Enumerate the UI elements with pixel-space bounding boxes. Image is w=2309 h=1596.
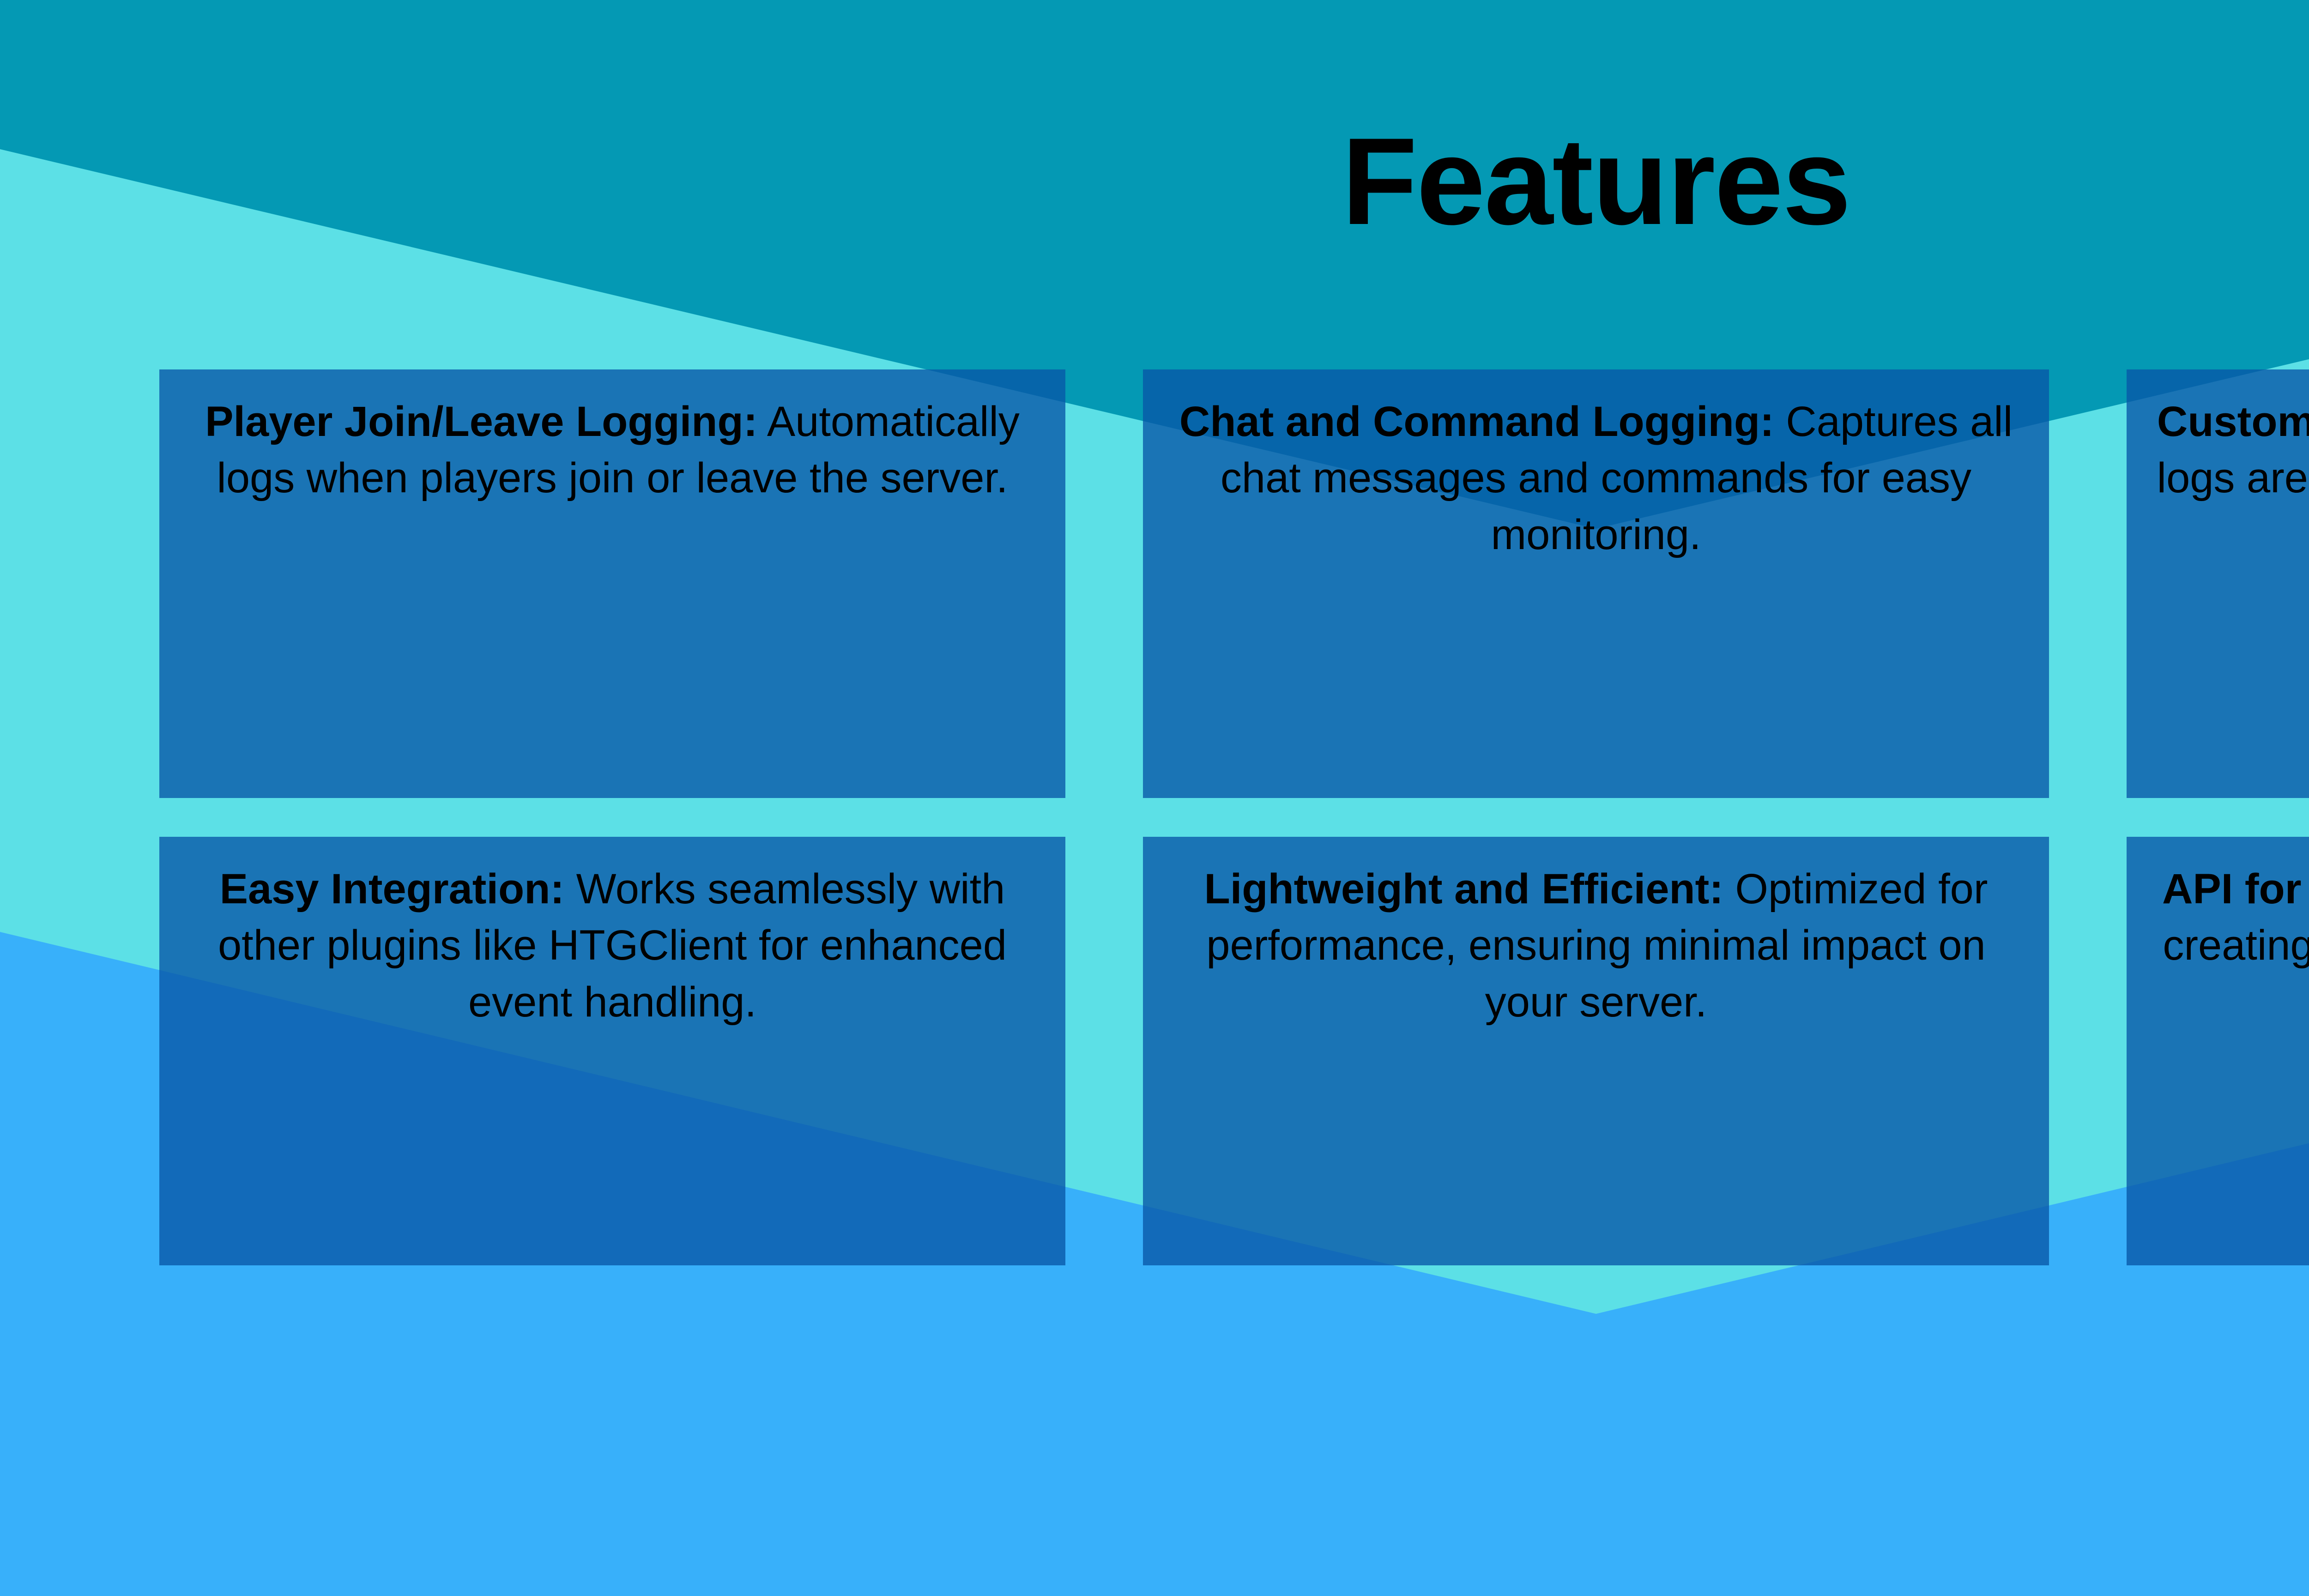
feature-card: Easy Integration: Works seamlessly with …: [159, 837, 1065, 1265]
feature-card-body: Works seamlessly with other plugins like…: [218, 865, 1007, 1026]
feature-card: Chat and Command Logging: Captures all c…: [1143, 369, 2049, 798]
feature-card-body: Offers an API for creating log files and…: [2163, 922, 2309, 969]
feature-card-text: Chat and Command Logging: Captures all c…: [1165, 393, 2027, 563]
feature-card: Lightweight and Efficient: Optimized for…: [1143, 837, 2049, 1265]
feature-card: Customizable Log Formats: Configure how …: [2127, 369, 2309, 798]
feature-card-body: Optimized for performance, ensuring mini…: [1206, 865, 1988, 1026]
feature-card-lead: Player Join/Leave Logging:: [205, 398, 758, 445]
feature-card-lead: Customizable Log Formats:: [2157, 398, 2309, 445]
feature-card-lead: API for File Management:: [2162, 865, 2309, 913]
feature-card-lead: Lightweight and Efficient:: [1204, 865, 1723, 913]
feature-card-text: Customizable Log Formats: Configure how …: [2149, 393, 2309, 563]
feature-card-lead: Easy Integration:: [219, 865, 565, 913]
feature-card-text: Lightweight and Efficient: Optimized for…: [1165, 861, 2027, 1030]
feature-card-text: API for File Management: Offers an API f…: [2149, 861, 2309, 1030]
feature-card-lead: Chat and Command Logging:: [1179, 398, 1774, 445]
feature-card-body: Captures all chat messages and commands …: [1220, 398, 2013, 558]
feature-card-body: Automatically logs when players join or …: [217, 398, 1020, 502]
feature-card-body: Configure how logs are formatted, includ…: [2157, 454, 2309, 502]
feature-card: Player Join/Leave Logging: Automatically…: [159, 369, 1065, 798]
feature-card-text: Easy Integration: Works seamlessly with …: [181, 861, 1043, 1030]
page-title: Features: [1342, 112, 1851, 250]
features-grid: Player Join/Leave Logging: Automatically…: [159, 369, 2309, 1265]
feature-card-text: Player Join/Leave Logging: Automatically…: [181, 393, 1043, 507]
feature-card: API for File Management: Offers an API f…: [2127, 837, 2309, 1265]
